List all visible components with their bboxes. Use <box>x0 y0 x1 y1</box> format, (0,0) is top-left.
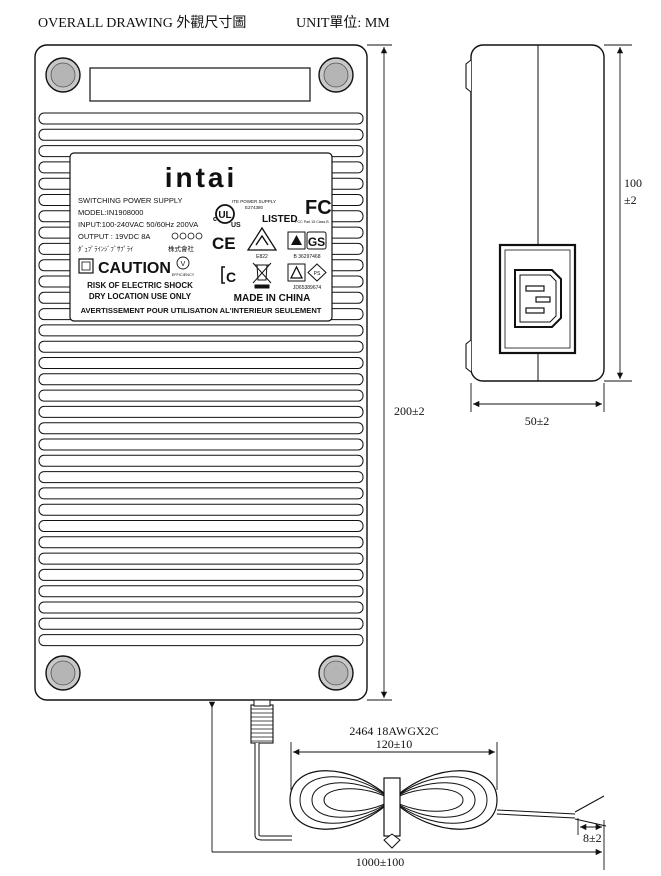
dimension-lines <box>208 44 632 870</box>
svg-text:UL: UL <box>218 210 231 221</box>
cert-e822: E822 <box>256 254 268 260</box>
drawing-title: OVERALL DRAWING 外觀尺寸圖 <box>38 16 247 31</box>
label-model: MODEL:IN1908000 <box>78 208 143 217</box>
side-view <box>465 44 605 382</box>
vent-rib <box>38 324 364 337</box>
ite-text: ITE POWER SUPPLY <box>232 199 276 204</box>
vent-rib <box>38 389 364 402</box>
vent-rib <box>38 438 364 451</box>
french-warning: AVERTISSEMENT POUR UTILISATION AL'INTERI… <box>81 306 322 315</box>
vent-rib <box>38 112 364 125</box>
efficiency-mark-icon: V <box>176 256 190 270</box>
polarity-icon <box>171 232 203 240</box>
unit-label: UNIT單位: MM <box>296 16 390 31</box>
vent-rib <box>38 422 364 435</box>
ul-listed-text: LISTED <box>262 214 298 225</box>
label-line-1: SWITCHING POWER SUPPLY <box>78 196 182 205</box>
fcc-note: FCC Part 15 Class B <box>295 220 329 224</box>
dim-length: 200±2 <box>394 404 425 418</box>
risk-line-2: DRY LOCATION USE ONLY <box>89 292 192 301</box>
front-view: intai SWITCHING POWER SUPPLY MODEL:IN190… <box>34 44 368 744</box>
bsmi-mark-icon <box>287 231 306 250</box>
efficiency-text: EFFICIENCY <box>172 273 195 277</box>
iec-c14-inlet-icon <box>514 269 562 328</box>
svg-text:C: C <box>226 269 236 285</box>
rubber-foot-top-left <box>45 57 81 93</box>
ul-file-number: E274380 <box>245 205 264 210</box>
rating-label: intai SWITCHING POWER SUPPLY MODEL:IN190… <box>69 152 333 322</box>
rcm-triangle-icon <box>246 226 278 251</box>
svg-text:GS: GS <box>308 235 325 249</box>
ul-c-mark: c <box>213 216 217 223</box>
brand-logo: intai <box>165 162 238 193</box>
dim-height-tol: ±2 <box>624 193 637 207</box>
rubber-foot-bottom-left <box>45 655 81 691</box>
vent-rib <box>38 357 364 369</box>
label-japanese-company: 株式會社 <box>168 244 195 253</box>
kc-mark-icon: C <box>221 266 236 285</box>
dim-coil-length: 120±10 <box>376 737 413 751</box>
ce-mark-icon: CE <box>212 234 236 253</box>
vent-rib <box>38 568 364 581</box>
side-foot-bottom <box>465 339 472 373</box>
dim-width: 50±2 <box>525 414 550 428</box>
vent-rib <box>38 617 364 630</box>
ul-logo-icon: UL <box>215 204 235 224</box>
vent-rib <box>38 128 364 141</box>
label-input: INPUT:100-240VAC 50/60Hz 200VA <box>78 220 198 229</box>
vent-rib <box>38 520 364 532</box>
dim-strip: 8±2 <box>583 831 602 845</box>
caution-text: CAUTION <box>98 260 171 277</box>
vent-rib <box>38 585 364 598</box>
vent-rib <box>38 454 364 467</box>
vent-rib <box>38 373 364 386</box>
rubber-foot-bottom-right <box>318 655 354 691</box>
label-japanese-line: ﾀﾞｭﾌﾟﾗｲﾝｼﾞﾌﾞｻﾌﾟﾗｲ <box>78 245 133 253</box>
cert-jd: JD65389674 <box>293 285 322 291</box>
dim-cable-length: 1000±100 <box>356 855 405 869</box>
vent-rib <box>38 471 364 484</box>
warning-triangle-icon <box>287 263 306 282</box>
strain-relief <box>250 699 274 744</box>
risk-line-1: RISK OF ELECTRIC SHOCK <box>87 281 193 290</box>
side-foot-top <box>465 59 472 93</box>
dc-cable <box>254 743 607 849</box>
weee-bin-icon <box>252 262 272 289</box>
dimension-text: 200±2 100 ±2 50±2 2464 18AWGX2C 120±10 8… <box>349 176 642 869</box>
ul-us-mark: US <box>231 222 241 229</box>
vent-rib <box>38 536 364 549</box>
rubber-foot-top-right <box>318 57 354 93</box>
dim-height: 100 <box>624 176 642 190</box>
vent-rib <box>38 405 364 418</box>
svg-text:PS: PS <box>314 271 321 277</box>
vent-rib <box>38 601 364 614</box>
vent-rib <box>38 634 364 647</box>
gs-mark-icon: GS <box>306 231 327 250</box>
dim-cable-spec: 2464 18AWGX2C <box>349 724 438 738</box>
vent-rib <box>38 503 364 516</box>
fcc-logo-icon: FC <box>305 197 332 219</box>
vent-rib <box>38 552 364 565</box>
label-output: OUTPUT : 19VDC 8A <box>78 232 150 241</box>
top-window <box>89 67 311 102</box>
cert-bs: B 36297468 <box>294 254 321 260</box>
cable-tie <box>383 777 401 837</box>
vent-rib <box>38 340 364 353</box>
svg-text:V: V <box>181 261 186 268</box>
vent-rib <box>38 487 364 500</box>
made-in-china: MADE IN CHINA <box>234 293 311 304</box>
pse-diamond-icon: PS <box>307 263 327 282</box>
